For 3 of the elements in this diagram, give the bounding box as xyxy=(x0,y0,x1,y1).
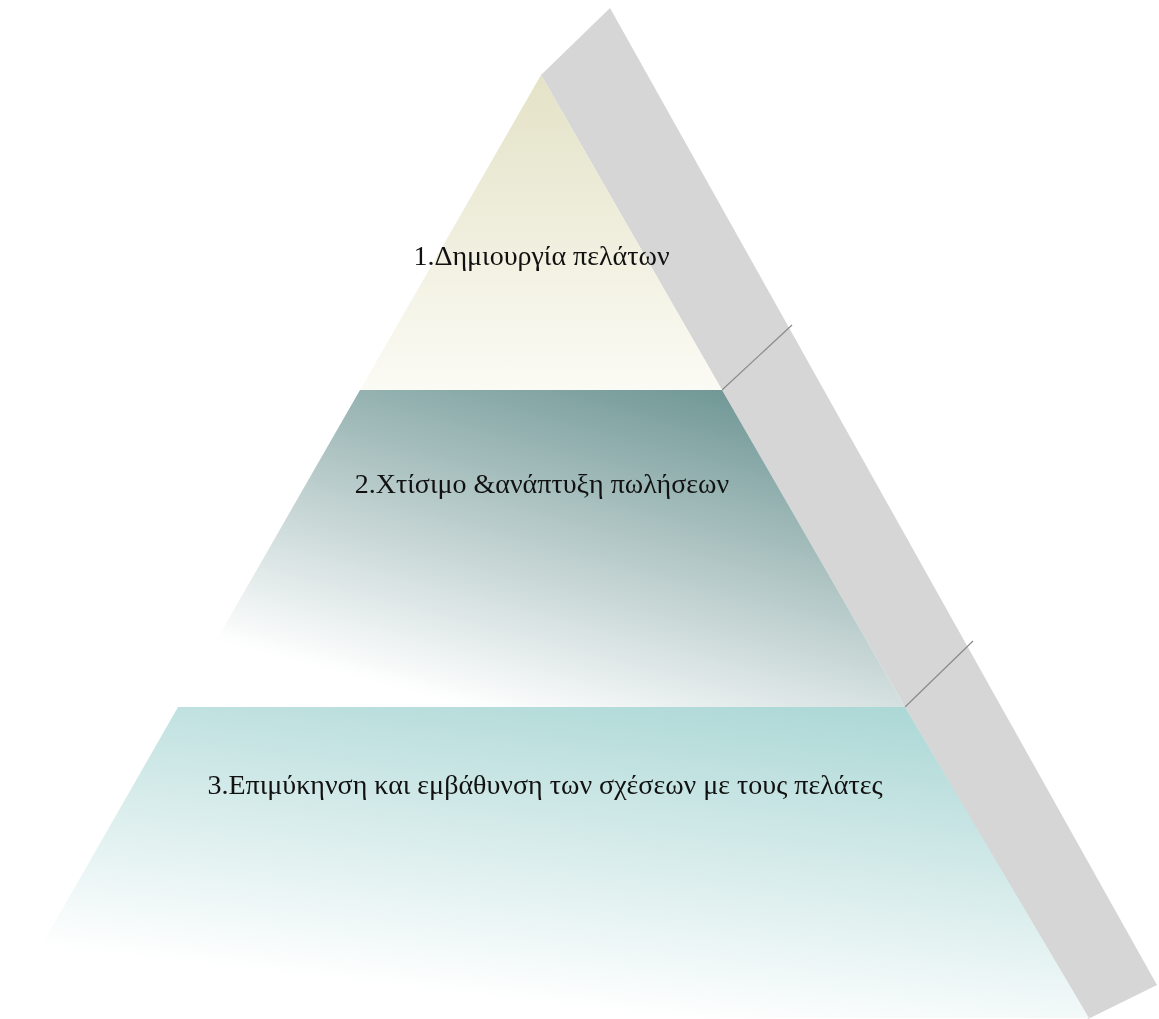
tier-label: 1.Δημιουργία πελάτων xyxy=(412,240,671,272)
tier-label: 2.Χτίσιμο &ανάπτυξη πωλήσεων xyxy=(353,468,731,500)
tier-label: 3.Επιμύκηνση και εμβάθυνση των σχέσεων με τους πελάτες xyxy=(206,769,884,801)
